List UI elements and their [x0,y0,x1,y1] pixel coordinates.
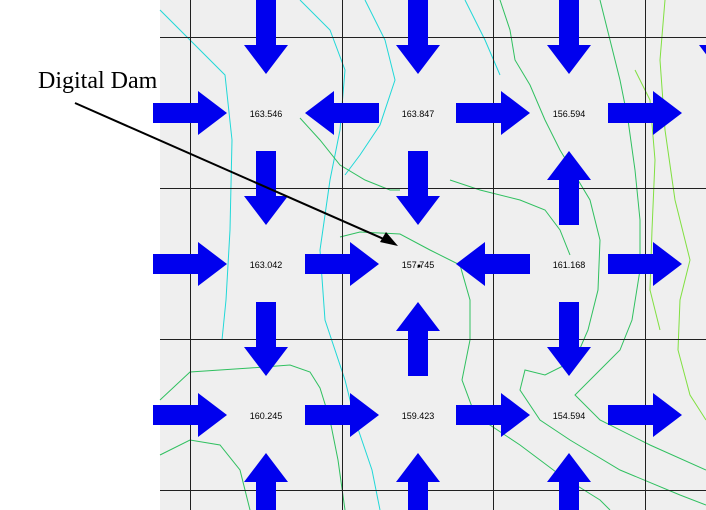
elevation-label: 159.423 [402,411,435,421]
flow-arrow-right [305,242,379,286]
flow-arrow-down [699,45,706,55]
flow-arrow-up [547,453,591,510]
flow-arrow-right [153,242,227,286]
flow-arrow-right [608,242,682,286]
flow-arrow-down [547,302,591,376]
contour-line [159,439,251,510]
flow-arrow-down [244,302,288,376]
callout-arrowhead [380,232,398,246]
contour-line [464,0,501,76]
flow-arrow-up [396,302,440,376]
flow-arrow-right [456,91,530,135]
contour-line [574,0,706,471]
flow-arrows [153,0,706,510]
flow-arrow-down [244,0,288,74]
flow-arrow-left [456,242,530,286]
flow-arrow-right [153,91,227,135]
elevation-label: 156.594 [553,109,586,119]
contour-line [344,0,396,176]
contour-line [659,0,706,421]
flow-arrow-down [396,0,440,74]
flow-arrow-left [305,91,379,135]
flow-arrow-up [244,453,288,510]
contour-line [499,0,706,506]
elevation-label: 154.594 [553,411,586,421]
elevation-label: 163.042 [250,260,283,270]
callout-leader-line [74,102,387,241]
dam-point [417,264,421,268]
contour-line [159,364,346,510]
contour-line [299,0,381,510]
flow-arrow-right [608,91,682,135]
digital-dam-label: Digital Dam [38,68,158,94]
flow-arrow-down [547,0,591,74]
flow-arrow-up [396,453,440,510]
flow-arrow-right [456,393,530,437]
contour-line [299,117,400,191]
flow-arrow-up [547,151,591,225]
elevation-label: 161.168 [553,260,586,270]
flow-arrow-down [396,151,440,225]
flow-arrow-right [608,393,682,437]
elevation-label: 163.847 [402,109,435,119]
elevation-label: 160.245 [250,411,283,421]
contour-line [634,69,661,331]
flow-arrow-right [153,393,227,437]
flow-arrow-right [305,393,379,437]
elevation-label: 163.546 [250,109,283,119]
